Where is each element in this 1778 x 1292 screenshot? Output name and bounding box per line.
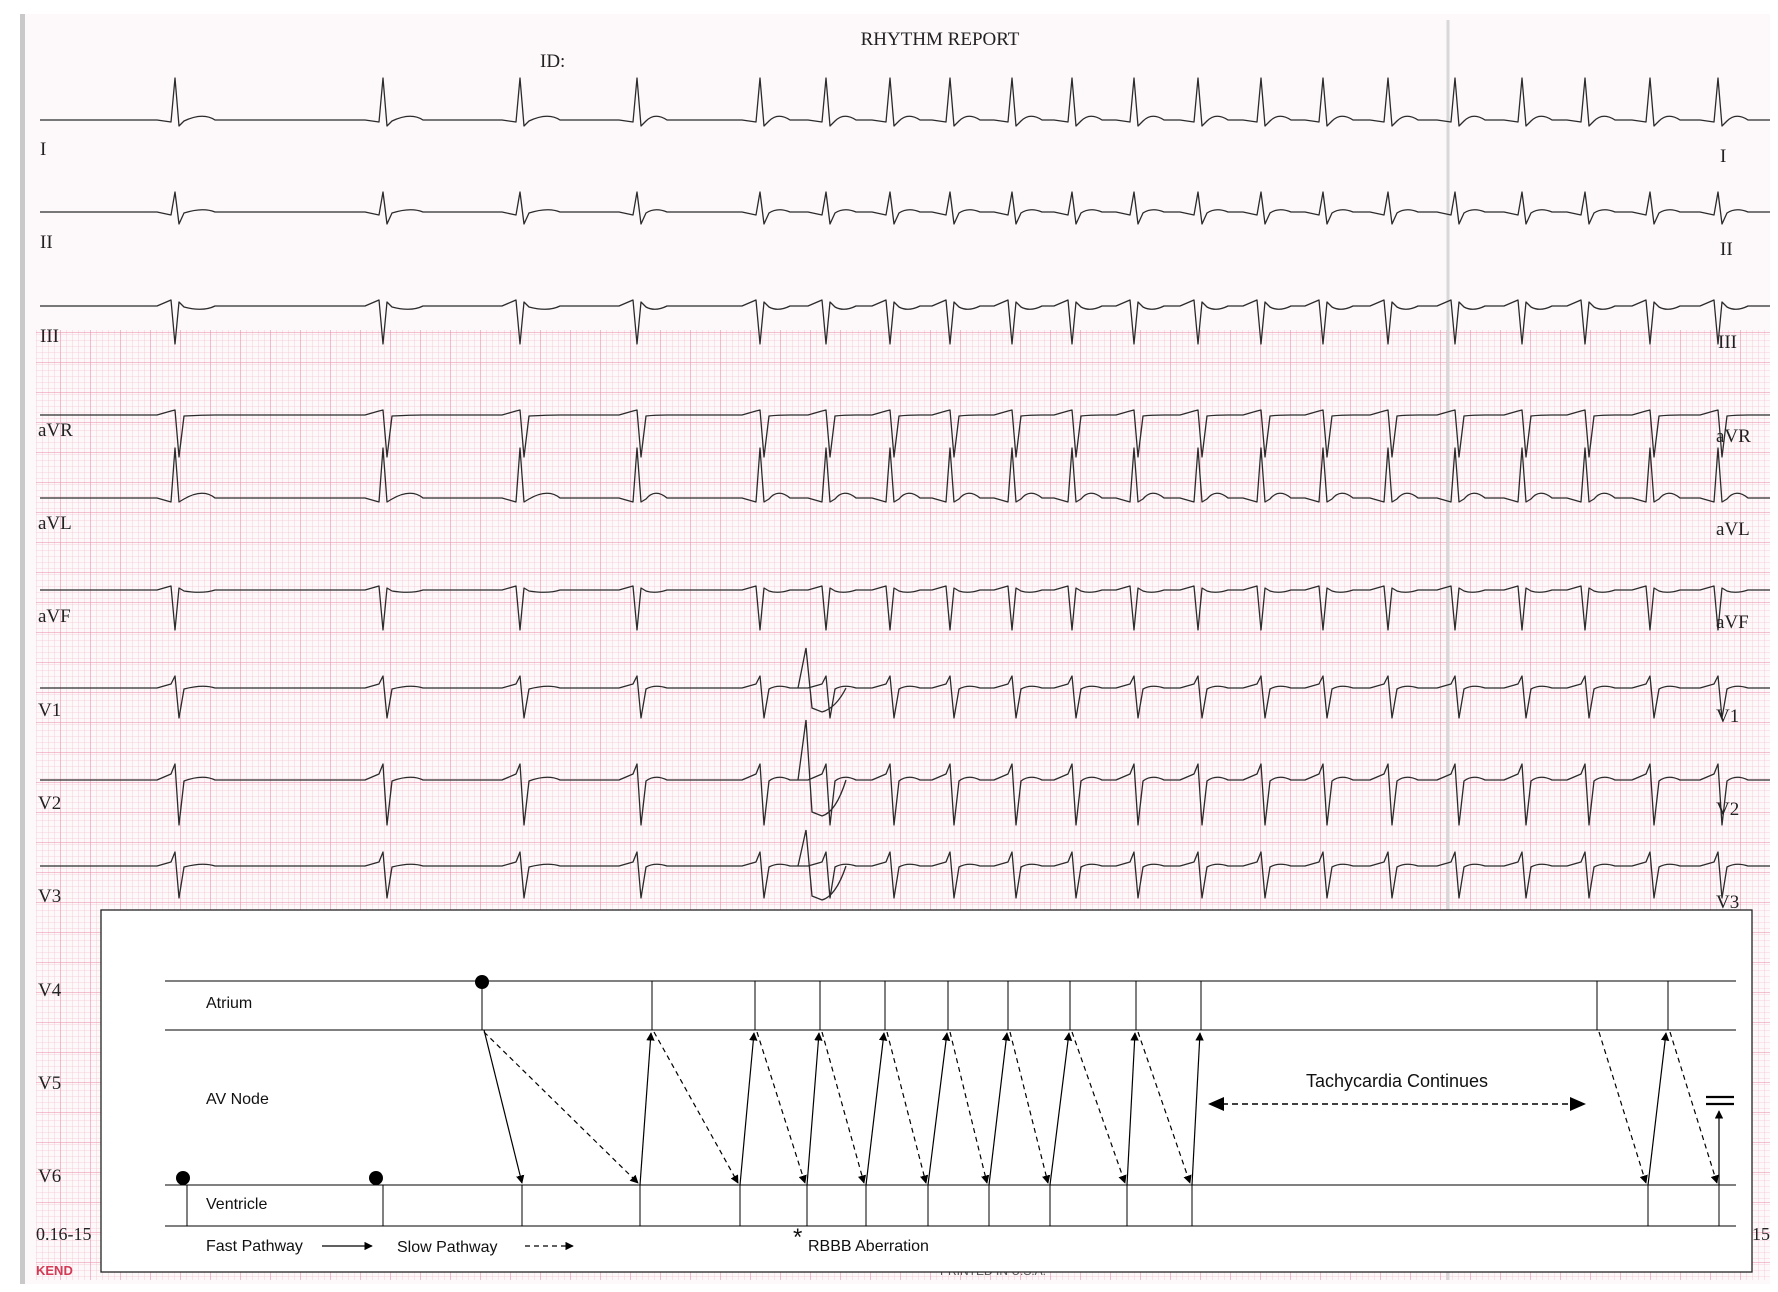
ecg-traces: [40, 77, 1770, 901]
right-lead-label-avr: aVR: [1716, 426, 1751, 447]
lead-labels-left: I II III aVR aVL aVF V1 V2 V3 V4 V5 V6 0…: [36, 139, 92, 1244]
tier-label-atrium: Atrium: [206, 995, 252, 1012]
lead-label-avl: aVL: [38, 513, 72, 534]
right-lead-label-ii: II: [1720, 239, 1733, 260]
ecg-lead-trace: [40, 851, 1770, 899]
tachycardia-arrow-right-icon: [1570, 1097, 1586, 1111]
slow-pathway-arrow: [949, 1031, 990, 1184]
ecg-lead-trace: [40, 763, 1770, 826]
lead-label-avf: aVF: [38, 606, 71, 627]
report-title: RHYTHM REPORT: [861, 29, 1020, 50]
tier-label-av-node: AV Node: [206, 1091, 269, 1108]
lead-label-v3: V3: [38, 886, 61, 907]
legend-slow-label: Slow Pathway: [397, 1239, 498, 1256]
filter-label: 0.16-15: [36, 1224, 92, 1244]
legend-fast-label: Fast Pathway: [206, 1238, 303, 1255]
aberrant-beat-trace: [797, 719, 847, 817]
brand-fragment: KEND: [36, 1263, 73, 1278]
lead-label-v4: V4: [38, 980, 62, 1001]
lead-label-avr: aVR: [38, 420, 73, 441]
right-lead-label-avf: aVF: [1716, 612, 1749, 633]
aberrant-beat-trace: [797, 647, 847, 713]
ecg-lead-trace: [40, 675, 1770, 719]
fast-pathway-arrow: [639, 1032, 655, 1186]
fast-pathway-arrow: [1049, 1032, 1073, 1186]
aberration-label: RBBB Aberration: [808, 1238, 929, 1255]
fast-pathway-arrow: [1126, 1032, 1139, 1186]
fast-pathway-arrow: [1647, 1032, 1670, 1186]
fast-pathway-arrow: [483, 1029, 525, 1184]
conduction-block-icon: [1706, 1095, 1734, 1106]
lead-label-i: I: [40, 139, 46, 160]
ecg-lead-trace: [40, 299, 1770, 345]
ladder-panel: [100, 909, 1753, 1273]
slow-pathway-arrow: [653, 1031, 739, 1184]
ecg-lead-trace: [40, 77, 1770, 127]
lead-label-v5: V5: [38, 1073, 61, 1094]
tachycardia-label: Tachycardia Continues: [1306, 1071, 1488, 1091]
retrograde-fast-arrows: [639, 1032, 1724, 1186]
fast-pathway-arrow: [865, 1032, 888, 1186]
tier-label-ventricle: Ventricle: [206, 1196, 267, 1213]
fast-pathway-arrow: [927, 1032, 951, 1186]
right-lead-label-avl: aVL: [1716, 519, 1750, 540]
lead-label-iii: III: [40, 326, 59, 347]
tachycardia-arrow-left-icon: [1208, 1097, 1224, 1111]
sinus-origin-dot: [369, 1171, 383, 1185]
fast-pathway-arrow: [739, 1032, 758, 1186]
lead-labels-right: I II III aVR aVL aVF V1 V2 V3 -15: [1716, 146, 1770, 1244]
slow-pathway-arrow: [1009, 1031, 1051, 1184]
sinus-origin-dot: [176, 1171, 190, 1185]
right-lead-label-iii: III: [1718, 332, 1737, 353]
ventricular-activation-bars: [521, 1185, 1720, 1226]
ladder-diagram: Atrium AV Node Ventricle: [100, 909, 1753, 1273]
slow-pathway-arrow: [886, 1031, 929, 1184]
fast-pathway-arrow: [988, 1032, 1011, 1186]
paper-edge: [20, 14, 25, 1284]
lead-label-v1: V1: [38, 700, 61, 721]
id-label: ID:: [540, 51, 565, 72]
fast-pathway-arrow: [806, 1032, 823, 1186]
lead-label-v2: V2: [38, 793, 61, 814]
slow-pathway-arrow: [821, 1031, 867, 1184]
ecg-lead-trace: [40, 585, 1770, 631]
ecg-lead-trace: [40, 409, 1770, 458]
fast-pathway-arrow: [1191, 1032, 1204, 1186]
ecg-lead-trace: [40, 191, 1770, 225]
aberration-asterisk: *: [793, 1224, 802, 1251]
antegrade-slow-arrows: [653, 1031, 1719, 1184]
lead-label-ii: II: [40, 232, 53, 253]
right-lead-label-i: I: [1720, 146, 1726, 167]
right-lead-label-v2: V2: [1716, 799, 1739, 820]
right-lead-label-v3: V3: [1716, 892, 1739, 913]
right-lead-label-v1: V1: [1716, 706, 1739, 727]
atrial-activation-bars: [651, 981, 1669, 1030]
aberrant-beat-trace: [797, 829, 847, 901]
ecg-lead-trace: [40, 447, 1770, 503]
lead-label-v6: V6: [38, 1166, 61, 1187]
